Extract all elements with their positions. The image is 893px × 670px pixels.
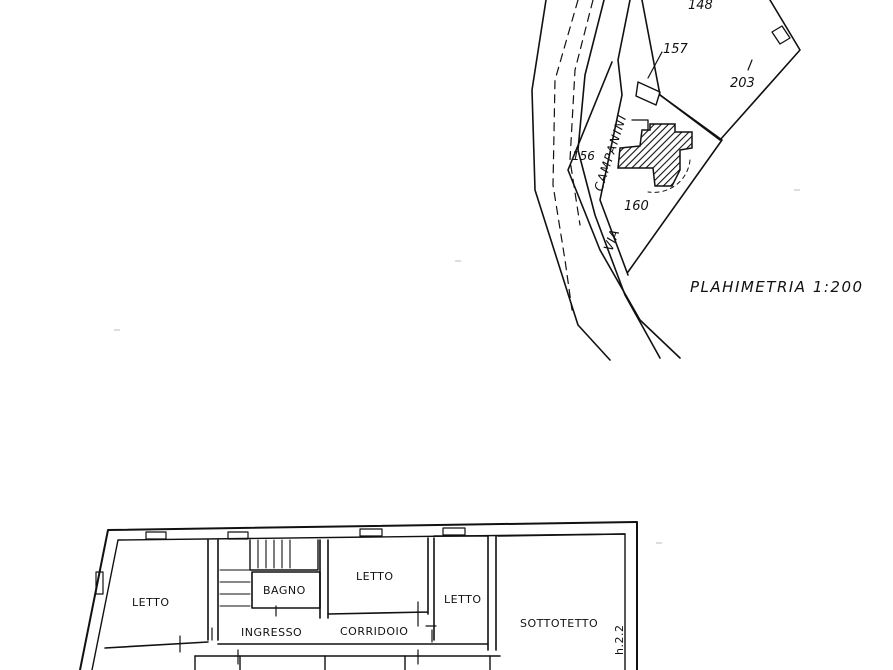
room-ingresso: INGRESSO — [241, 626, 302, 639]
parcel-160-label: 160 — [624, 199, 649, 214]
street-via-label: VIA — [602, 228, 623, 253]
wall-corridor-bottom — [194, 643, 501, 657]
window-2 — [227, 531, 249, 540]
floor-plan: LETTO BAGNO LETTO LETTO SOTTOTETTO INGRE… — [79, 521, 638, 670]
marker-203 — [771, 25, 791, 45]
room-letto-3: LETTO — [444, 593, 481, 606]
window-left — [95, 571, 104, 595]
room-letto-2: LETTO — [356, 570, 393, 583]
via-campanini-edge-2 — [567, 61, 681, 359]
parcel-157-label: 157 — [663, 42, 689, 57]
wall-letto2 — [327, 537, 435, 641]
room-sottotetto: SOTTOTETTO — [520, 617, 598, 630]
window-3 — [359, 528, 383, 537]
window-1 — [145, 531, 167, 540]
room-letto-1: LETTO — [132, 596, 169, 609]
site-plan: 148 157 203 156 160 VIA CAMPANINI PLAHIM… — [531, 0, 864, 361]
site-plan-title: PLAHIMETRIA 1:200 — [690, 278, 864, 296]
building-footprint — [617, 123, 693, 187]
door-marks — [179, 601, 437, 665]
parcel-156-label: 156 — [572, 149, 595, 163]
parcel-160-boundary — [627, 94, 723, 273]
parcel-148-boundary — [641, 0, 801, 141]
wall-letto1-bottom — [104, 641, 209, 649]
wall-center — [319, 539, 329, 619]
parcel-203-label: 203 — [730, 76, 755, 91]
arrow-203 — [747, 59, 753, 71]
stairs-box — [249, 539, 319, 571]
road-edge-dashed — [552, 0, 579, 311]
outer-wall-inner — [91, 533, 626, 670]
room-bagno: BAGNO — [263, 584, 306, 597]
wall-lower — [194, 655, 491, 670]
room-corridoio: CORRIDOIO — [340, 625, 408, 638]
arrow-157 — [647, 51, 663, 79]
scan-specks — [114, 189, 800, 544]
window-4 — [442, 527, 466, 536]
parcel-148-label: 148 — [688, 0, 713, 13]
parcel-157-box — [635, 81, 661, 106]
height-note: h.2.2 — [613, 625, 626, 655]
stairs-lines — [257, 539, 291, 569]
via-campanini-edge-3 — [599, 0, 631, 276]
road-edge-dashed-2 — [569, 0, 594, 226]
outer-wall — [79, 521, 638, 670]
wall-sottotetto — [497, 533, 626, 537]
stairs-lines-left — [219, 569, 251, 607]
building-step — [631, 119, 649, 131]
road-edge-left — [531, 0, 611, 361]
wall-letto3 — [433, 535, 497, 651]
